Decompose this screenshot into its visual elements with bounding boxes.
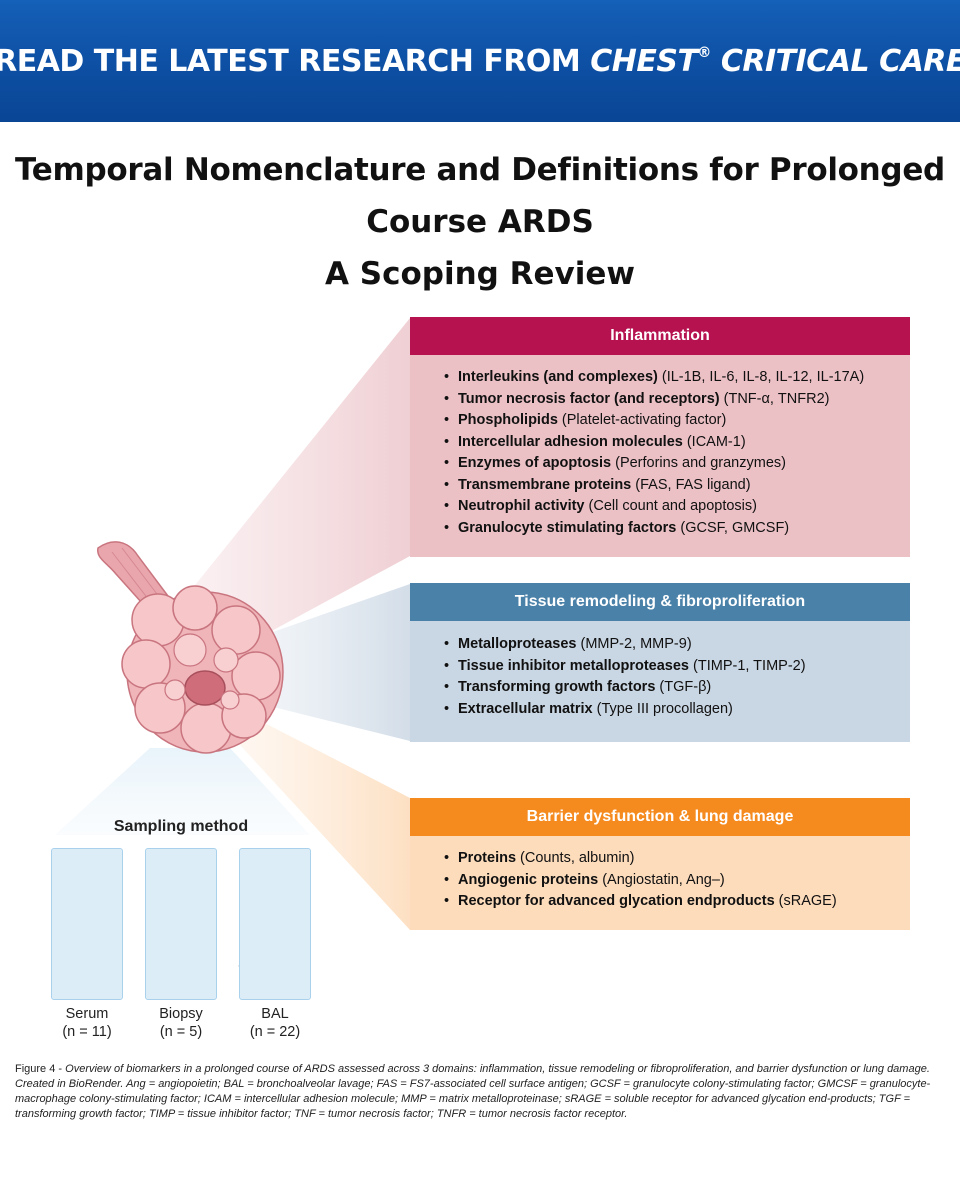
list-item: Transmembrane proteins (FAS, FAS ligand): [444, 475, 910, 497]
inflammation-header: Inflammation: [410, 317, 910, 355]
list-item: Granulocyte stimulating factors (GCSF, G…: [444, 518, 910, 540]
bal-count: (n = 22): [249, 1024, 301, 1040]
biopsy-name: Biopsy: [159, 1006, 203, 1022]
page-subtitle: A Scoping Review: [324, 256, 636, 292]
tissue-remodeling-list: Metalloproteases (MMP-2, MMP-9) Tissue i…: [410, 621, 910, 742]
list-item: Neutrophil activity (Cell count and apop…: [444, 496, 910, 518]
list-item: Enzymes of apoptosis (Perforins and gran…: [444, 453, 910, 475]
bal-name: BAL: [261, 1006, 289, 1022]
inflammation-wedge: [175, 318, 410, 640]
barrier-dysfunction-list: Proteins (Counts, albumin) Angiogenic pr…: [410, 836, 910, 930]
list-item: Metalloproteases (MMP-2, MMP-9): [444, 634, 910, 656]
banner-journal-suffix: CRITICAL CARE: [710, 43, 960, 79]
list-item: Extracellular matrix (Type III procollag…: [444, 699, 910, 721]
caption-text: Overview of biomarkers in a prolonged co…: [15, 1063, 931, 1120]
banner-journal: CHEST: [590, 43, 698, 79]
tissue-remodeling-panel: Tissue remodeling & fibroproliferation M…: [410, 583, 910, 742]
list-item: Tumor necrosis factor (and receptors) (T…: [444, 389, 910, 411]
list-item: Angiogenic proteins (Angiostatin, Ang–): [444, 870, 910, 892]
inflammation-list: Interleukins (and complexes) (IL-1B, IL-…: [410, 355, 910, 557]
lung-alveoli-icon: [97, 541, 284, 754]
tissue-wedge: [250, 584, 410, 741]
sampling-method-title: Sampling method: [113, 818, 249, 835]
serum-label: Serum (n = 11): [42, 1005, 132, 1041]
registered-mark: ®: [697, 44, 711, 61]
list-item: Transforming growth factors (TGF-β): [444, 677, 910, 699]
biopsy-card: [145, 848, 217, 1000]
list-item: Receptor for advanced glycation endprodu…: [444, 891, 910, 913]
inflammation-panel: Inflammation Interleukins (and complexes…: [410, 317, 910, 557]
bal-card: [239, 848, 311, 1000]
biopsy-count: (n = 5): [159, 1024, 203, 1040]
list-item: Phospholipids (Platelet-activating facto…: [444, 410, 910, 432]
bal-label: BAL (n = 22): [230, 1005, 320, 1041]
list-item: Tissue inhibitor metalloproteases (TIMP-…: [444, 656, 910, 678]
banner-text: READ THE LATEST RESEARCH FROM CHEST® CRI…: [0, 44, 960, 79]
tissue-remodeling-header: Tissue remodeling & fibroproliferation: [410, 583, 910, 621]
list-item: Interleukins (and complexes) (IL-1B, IL-…: [444, 367, 910, 389]
list-item: Intercellular adhesion molecules (ICAM-1…: [444, 432, 910, 454]
figure-caption: Figure 4 - Overview of biomarkers in a p…: [15, 1062, 945, 1122]
header-banner: READ THE LATEST RESEARCH FROM CHEST® CRI…: [0, 0, 960, 122]
list-item: Proteins (Counts, albumin): [444, 848, 910, 870]
page-title-line-2: Course ARDS: [366, 204, 594, 240]
barrier-dysfunction-panel: Barrier dysfunction & lung damage Protei…: [410, 798, 910, 930]
page-title-line-1: Temporal Nomenclature and Definitions fo…: [15, 152, 945, 188]
biopsy-label: Biopsy (n = 5): [136, 1005, 226, 1041]
banner-prefix: READ THE LATEST RESEARCH FROM: [0, 43, 591, 79]
caption-label: Figure 4 -: [15, 1063, 66, 1075]
serum-card: [51, 848, 123, 1000]
serum-name: Serum: [65, 1006, 109, 1022]
barrier-dysfunction-header: Barrier dysfunction & lung damage: [410, 798, 910, 836]
serum-count: (n = 11): [62, 1024, 112, 1040]
